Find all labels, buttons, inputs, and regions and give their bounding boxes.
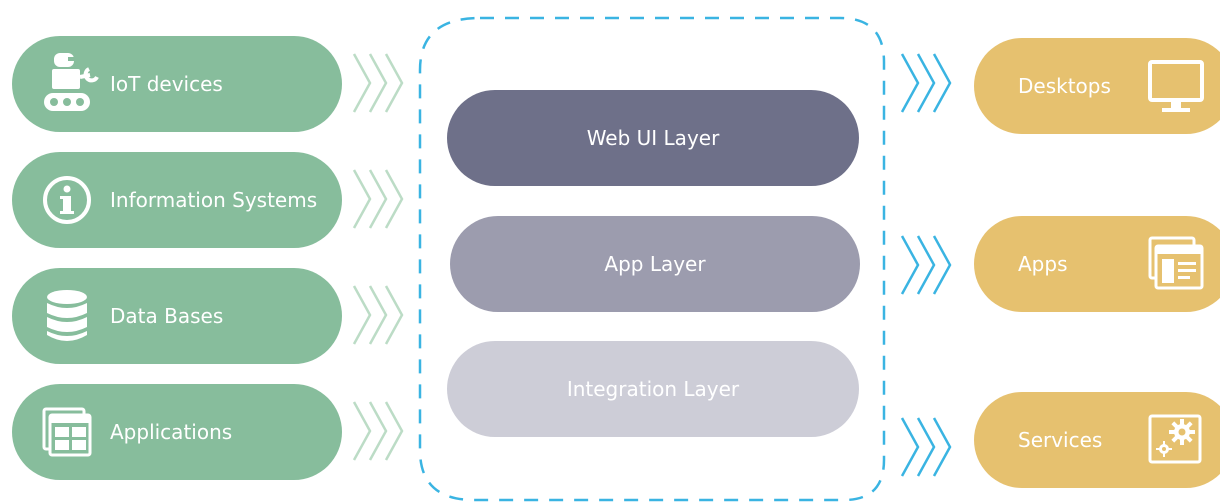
chevron-arrow-icon	[352, 53, 404, 113]
layer-app: App Layer	[450, 216, 860, 312]
monitor-icon	[1144, 54, 1208, 118]
robot-icon	[32, 49, 102, 119]
source-applications: Applications	[12, 384, 342, 480]
info-icon	[32, 165, 102, 235]
target-label: Desktops	[1018, 74, 1111, 98]
layer-web-ui: Web UI Layer	[447, 90, 859, 186]
target-desktops: Desktops	[974, 38, 1220, 134]
windows-icon	[32, 397, 102, 467]
source-label: IoT devices	[110, 72, 223, 96]
gear-icon	[1144, 408, 1208, 472]
layer-label: Integration Layer	[566, 377, 740, 401]
database-icon	[32, 281, 102, 351]
source-label: Data Bases	[110, 304, 224, 328]
chevron-arrow-icon	[352, 285, 404, 345]
chevron-arrow-icon	[352, 169, 404, 229]
target-apps: Apps	[974, 216, 1220, 312]
layer-label: Web UI Layer	[586, 126, 720, 150]
source-iot-devices: IoT devices	[12, 36, 342, 132]
chevron-arrow-icon	[352, 401, 404, 461]
source-data-bases: Data Bases	[12, 268, 342, 364]
source-label: Information Systems	[110, 188, 318, 212]
target-label: Apps	[1018, 252, 1068, 276]
chevron-arrow-icon	[900, 417, 952, 477]
layer-label: App Layer	[604, 252, 706, 276]
source-information-systems: Information Systems	[12, 152, 342, 248]
layer-integration: Integration Layer	[447, 341, 859, 437]
target-label: Services	[1018, 428, 1103, 452]
chevron-arrow-icon	[900, 53, 952, 113]
app-window-icon	[1144, 232, 1208, 296]
chevron-arrow-icon	[900, 235, 952, 295]
target-services: Services	[974, 392, 1220, 488]
source-label: Applications	[110, 420, 233, 444]
